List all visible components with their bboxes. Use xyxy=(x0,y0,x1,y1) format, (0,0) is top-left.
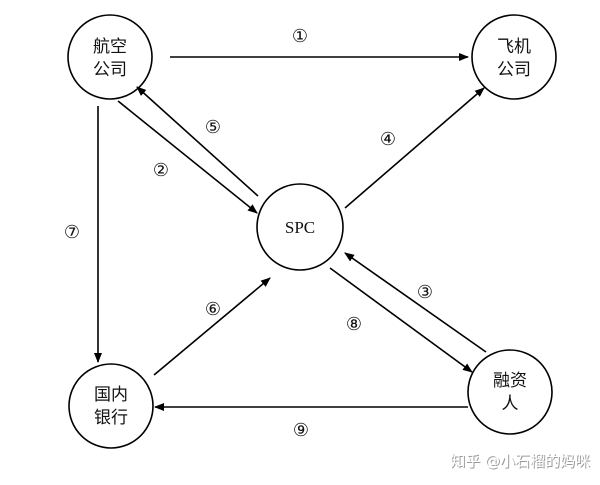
aircraft-company-label-line2: 公司 xyxy=(497,60,531,80)
step-label-1: ① xyxy=(292,26,308,47)
spc-label: SPC xyxy=(285,218,315,237)
step-label-8: ⑧ xyxy=(346,314,362,335)
arrow-step-4 xyxy=(344,87,485,209)
arrow-step-6 xyxy=(153,277,271,376)
watermark: 知乎 @小石榴的妈咪 xyxy=(450,452,590,470)
aircraft-company-label-line1: 飞机 xyxy=(497,37,531,57)
step-label-5: ⑤ xyxy=(205,117,221,138)
domestic-bank-label-line1: 国内 xyxy=(94,385,128,405)
arrow-step-3 xyxy=(344,252,487,353)
airline-label-line2: 公司 xyxy=(93,60,127,80)
financier-node xyxy=(467,349,553,435)
arrow-step-2 xyxy=(117,100,258,214)
arrow-step-8 xyxy=(329,267,473,373)
step-label-2: ② xyxy=(153,160,169,181)
spc-node xyxy=(256,183,344,271)
step-label-4: ④ xyxy=(380,129,396,150)
arrow-step-5 xyxy=(136,86,259,197)
financier-label-line2: 人 xyxy=(502,394,519,414)
domestic-bank-node xyxy=(68,363,154,449)
airline-node xyxy=(67,14,153,100)
step-label-3: ③ xyxy=(417,282,433,303)
financier-label-line1: 融资 xyxy=(493,371,527,391)
watermark-shadow: 知乎 @小石榴的妈咪 xyxy=(451,453,591,471)
domestic-bank-label-line2: 银行 xyxy=(94,408,128,428)
aircraft-company-node xyxy=(471,14,557,100)
step-label-6: ⑥ xyxy=(205,299,221,320)
step-label-9: ⑨ xyxy=(293,420,309,441)
step-label-7: ⑦ xyxy=(64,222,80,243)
airline-label-line1: 航空 xyxy=(93,37,127,57)
